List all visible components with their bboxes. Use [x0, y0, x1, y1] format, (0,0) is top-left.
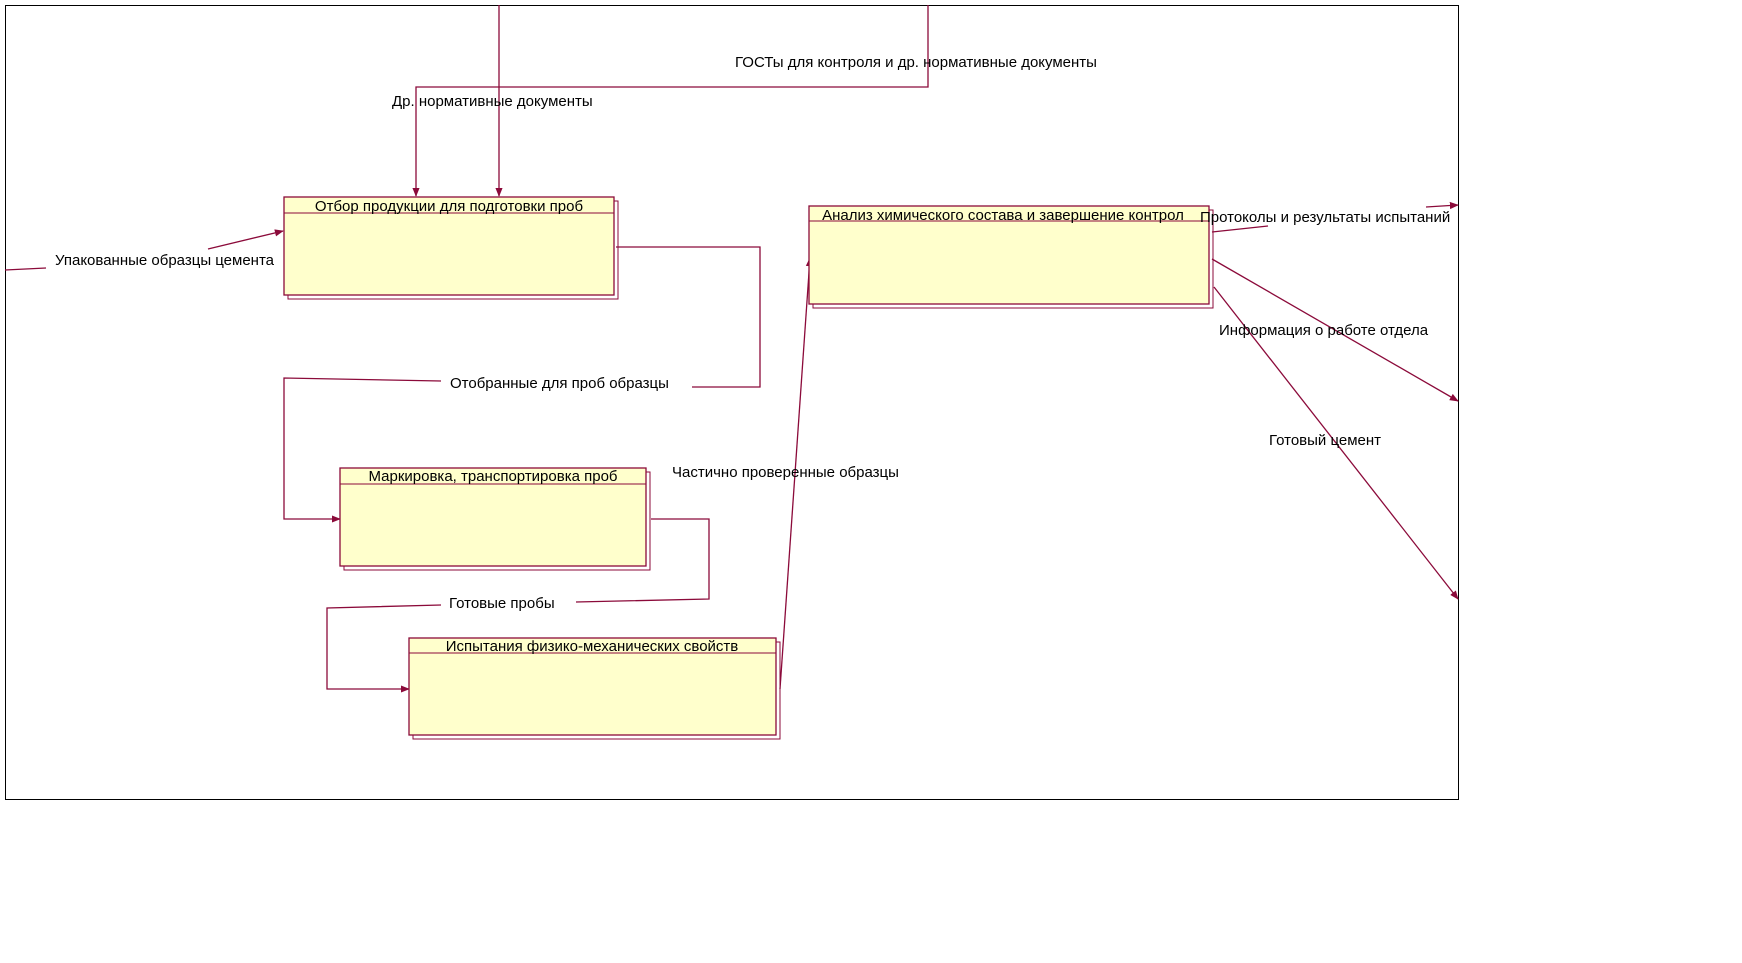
box-selection-title: Отбор продукции для подготовки проб [315, 198, 583, 215]
arrow-input-packed-samples[interactable] [207, 229, 284, 250]
label-ready-samples: Готовые пробы [449, 595, 555, 612]
box-marking-title: Маркировка, транспортировка проб [368, 468, 617, 485]
label-packed-samples: Упакованные образцы цемента [55, 252, 275, 269]
arrow-output-department-info[interactable] [1211, 258, 1459, 402]
arrow-ready-samples-right[interactable] [575, 518, 710, 603]
label-selected-samples: Отобранные для проб образцы [450, 375, 669, 392]
arrow-labels: ГОСТы для контроля и др. нормативные док… [55, 54, 1450, 612]
label-gosts: ГОСТы для контроля и др. нормативные док… [735, 54, 1097, 71]
label-ready-cement: Готовый цемент [1269, 432, 1381, 449]
arrow-input-packed-samples-left[interactable] [4, 267, 47, 271]
arrow-control-gosts[interactable] [412, 5, 929, 197]
arrow-partially-checked[interactable] [779, 257, 814, 690]
box-selection[interactable]: Отбор продукции для подготовки проб [283, 196, 619, 300]
box-testing-title: Испытания физико-механических свойств [446, 638, 739, 655]
arrows [4, 5, 1459, 693]
arrow-output-ready-cement[interactable] [1213, 286, 1459, 600]
box-analysis-title: Анализ химического состава и завершение … [822, 207, 1184, 224]
box-marking[interactable]: Маркировка, транспортировка проб [339, 467, 651, 571]
box-analysis[interactable]: Анализ химического состава и завершение … [808, 205, 1214, 309]
arrow-selected-samples-left[interactable] [283, 377, 442, 523]
box-testing[interactable]: Испытания физико-механических свойств [408, 637, 781, 740]
arrow-selected-samples-right[interactable] [616, 246, 761, 388]
diagram-frame [5, 5, 1459, 800]
label-department-info: Информация о работе отдела [1219, 322, 1429, 339]
label-other-docs: Др. нормативные документы [392, 93, 593, 110]
arrow-output-protocols[interactable] [1211, 225, 1269, 233]
arrow-ready-samples-left[interactable] [326, 604, 442, 693]
label-protocols: Протоколы и результаты испытаний [1200, 209, 1450, 226]
arrow-output-protocols-end[interactable] [1425, 201, 1459, 210]
label-partially-checked: Частично проверенные образцы [672, 464, 899, 481]
